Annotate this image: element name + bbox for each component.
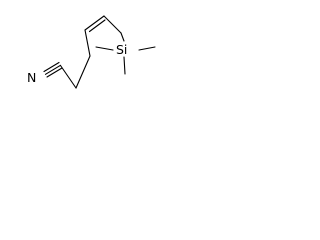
bond-c4-c5	[84, 29, 91, 57]
bond-si-methyl-down	[123, 56, 126, 75]
nitrile-triple-bond-2	[44, 64, 62, 75]
nitrile-triple-bond-3	[46, 67, 63, 78]
bond-si-methyl-right	[138, 46, 156, 51]
bond-c2-c3	[59, 64, 77, 89]
bond-c3-c4	[75, 55, 91, 89]
atom-label-nitrogen: N	[27, 70, 36, 85]
nitrile-triple-bond-1	[43, 61, 60, 73]
bond-si-methyl-left	[95, 46, 114, 51]
molecule-diagram: N Si	[27, 15, 156, 89]
atom-label-silicon: Si	[116, 42, 127, 57]
bond-c5-c6	[84, 15, 105, 31]
bond-c7-si	[120, 32, 125, 42]
bond-c6-c7	[103, 15, 122, 34]
bond-c5-c6-double	[88, 19, 106, 33]
